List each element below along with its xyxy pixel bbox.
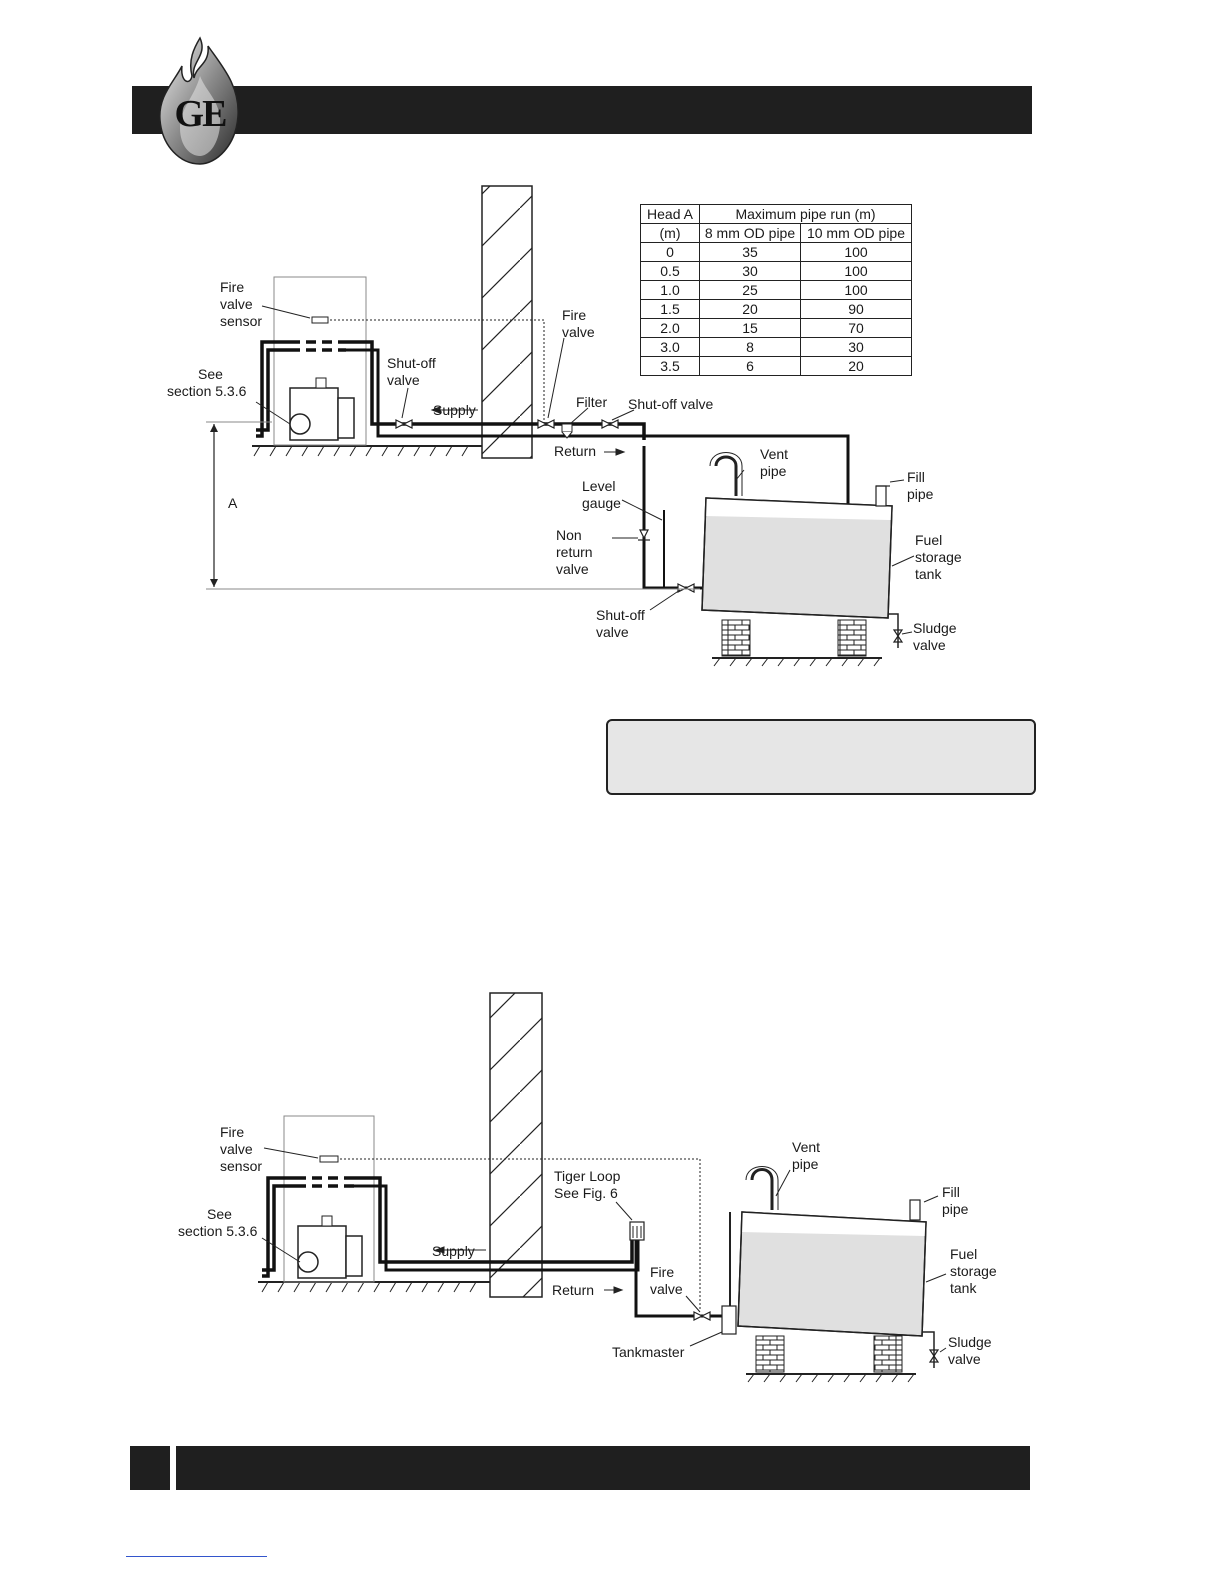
table-cell: 3.0 (640, 337, 700, 357)
table-cell: 2.0 (640, 318, 700, 338)
label-shutoff-valve-2: Shut-off valve (628, 396, 714, 412)
header-bar (132, 86, 1032, 134)
fuel-storage-tank (701, 452, 899, 648)
table-cell: 6 (699, 356, 801, 376)
note-box (606, 719, 1036, 795)
burner-icon (289, 377, 355, 441)
return-pipe (354, 1184, 640, 1272)
label-tankmaster: Tankmaster (612, 1344, 685, 1360)
brick-pier (755, 1335, 785, 1373)
supply-pipe (346, 340, 646, 440)
wall (481, 185, 533, 459)
flame-logo-icon (159, 36, 239, 165)
brick-pier (873, 1335, 903, 1373)
table-cell: 100 (800, 280, 912, 300)
table-header-cell: (m) (640, 223, 700, 243)
table-cell: 1.0 (640, 280, 700, 300)
table-cell: 90 (800, 299, 912, 319)
table-cell: 100 (800, 242, 912, 262)
appliance-housing (273, 276, 367, 446)
sensor-capillary (330, 319, 545, 424)
footer-page-block (130, 1446, 170, 1490)
label-supply: Supply (432, 1243, 475, 1259)
table-header-row: (m) 8 mm OD pipe 10 mm OD pipe (640, 223, 912, 243)
footer-bar (176, 1446, 1030, 1490)
logo-letters: GE (174, 93, 228, 135)
table-cell: 70 (800, 318, 912, 338)
return-pipe (346, 348, 850, 602)
label-return: Return (552, 1282, 594, 1298)
supply-pipe (354, 1176, 634, 1264)
brick-pier (837, 619, 867, 657)
filter-icon (561, 423, 573, 439)
fire-valve-sensor (319, 1155, 339, 1163)
fuel-storage-tank (737, 1166, 935, 1368)
brick-pier (721, 619, 751, 657)
table-cell: 8 (699, 337, 801, 357)
table-header-row: Head A Maximum pipe run (m) (640, 204, 912, 224)
table-cell: 0 (640, 242, 700, 262)
table-cell: 30 (699, 261, 801, 281)
table-cell: 1.5 (640, 299, 700, 319)
table-cell: 20 (699, 299, 801, 319)
table-cell: 15 (699, 318, 801, 338)
footer-link-underline[interactable] (126, 1556, 267, 1557)
label-return: Return (554, 443, 596, 459)
table-header-cell: 8 mm OD pipe (699, 223, 801, 243)
label-filter: Filter (576, 394, 607, 410)
tankmaster-icon (721, 1212, 737, 1335)
tiger-loop-icon (629, 1221, 645, 1241)
table-cell: 20 (800, 356, 912, 376)
table-cell: 25 (699, 280, 801, 300)
table-cell: 100 (800, 261, 912, 281)
label-supply: Supply (433, 402, 476, 418)
table-cell: 0.5 (640, 261, 700, 281)
floor-hatching (253, 445, 469, 457)
table-header-cell: 10 mm OD pipe (800, 223, 912, 243)
fire-valve-sensor (311, 316, 329, 324)
table-cell: 3.5 (640, 356, 700, 376)
pipe-run-table: Head A Maximum pipe run (m) (m) 8 mm OD … (640, 204, 912, 376)
table-header-cell: Head A (640, 204, 700, 224)
table-cell: 35 (699, 242, 801, 262)
table-cell: 30 (800, 337, 912, 357)
burner-icon (297, 1215, 363, 1279)
table-header-cell: Maximum pipe run (m) (699, 204, 912, 224)
wall (489, 992, 543, 1298)
label-head-a: A (228, 495, 238, 511)
